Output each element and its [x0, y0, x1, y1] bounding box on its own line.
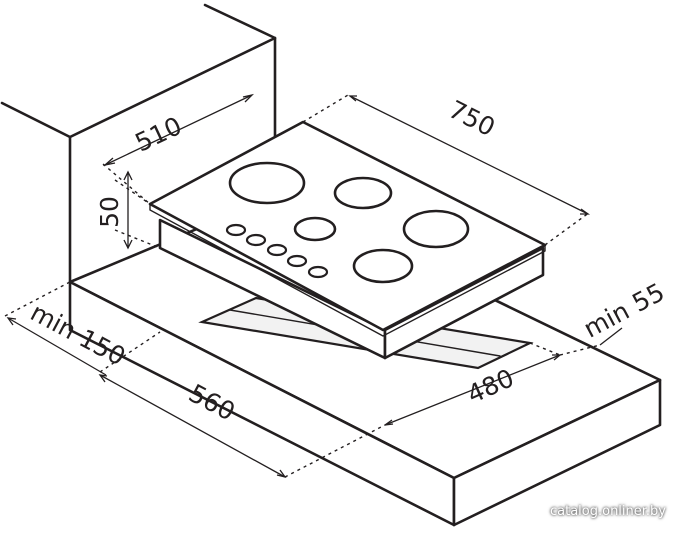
- watermark-text: catalog.onliner.by: [549, 504, 666, 519]
- wall-cabinet: [0, 3, 277, 284]
- dimension-lines: [4, 93, 623, 479]
- burners: [228, 161, 470, 284]
- dim-cabinet-depth: 510: [131, 111, 187, 157]
- burner-back-left: [228, 161, 306, 205]
- burner-front-right: [352, 248, 414, 284]
- burner-right: [402, 209, 470, 249]
- dim-hob-height: 50: [95, 196, 124, 228]
- burner-front-left: [293, 216, 337, 242]
- dim-hob-width: 750: [444, 95, 500, 143]
- dim-min-back: min 55: [579, 277, 669, 343]
- burner-back-right: [333, 176, 393, 210]
- control-knobs: [225, 223, 329, 279]
